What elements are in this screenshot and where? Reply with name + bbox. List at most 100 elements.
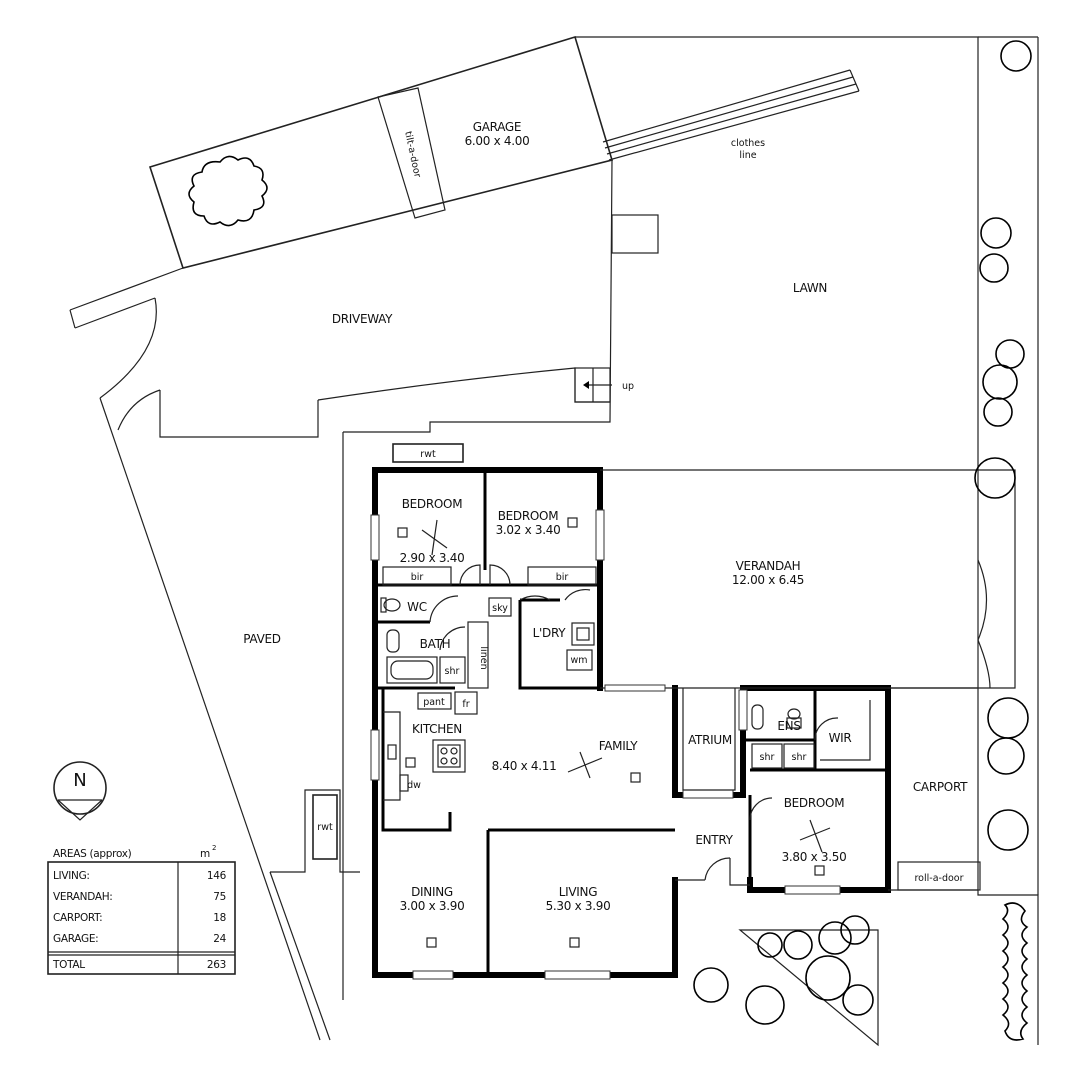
wm-label: wm	[570, 655, 587, 666]
driveway-label: DRIVEWAY	[332, 312, 393, 326]
bir-2-label: bir	[556, 572, 569, 583]
shr-bath-label: shr	[445, 666, 460, 677]
bath-label: BATH	[420, 637, 451, 651]
site-boundary	[99, 36, 1039, 1045]
tree-17	[805, 955, 851, 1001]
verandah-label: VERANDAH	[736, 559, 801, 573]
shr-ens-1: shr	[760, 752, 775, 763]
garage-label: GARAGE	[473, 120, 521, 134]
carport-label: CARPORT	[913, 780, 968, 794]
tree-10	[987, 809, 1029, 851]
shr-ens-2: shr	[792, 752, 807, 763]
areas-table: AREAS (approx) m 2 LIVING: 146 VERANDAH:…	[47, 844, 236, 975]
shed	[611, 214, 659, 254]
bedroom-1-label: BEDROOM	[402, 497, 463, 511]
dining-living: DINING 3.00 x 3.90 LIVING 5.30 x 3.90	[400, 885, 611, 948]
verandah-size: 12.00 x 6.45	[732, 573, 804, 587]
tree-13	[783, 930, 813, 960]
bedroom-2-size: 3.02 x 3.40	[496, 523, 561, 537]
clothes-line-label-2: line	[739, 150, 756, 161]
living-label: LIVING	[559, 885, 597, 899]
areas-header: AREAS (approx)	[53, 848, 132, 860]
steps-up: up	[574, 367, 634, 403]
area-row-0-label: LIVING:	[53, 870, 90, 882]
family-label: FAMILY	[599, 739, 638, 753]
bedroom-2: BEDROOM 3.02 x 3.40 bir	[489, 509, 597, 586]
garden-bed	[738, 929, 879, 1047]
up-label: up	[622, 381, 634, 392]
lawn-label: LAWN	[793, 281, 827, 295]
dining-label: DINING	[411, 885, 453, 899]
fridge-label: fr	[462, 699, 469, 710]
tree-9	[987, 737, 1025, 775]
tree-14	[757, 932, 783, 958]
clothes-line-label-1: clothes	[731, 138, 765, 149]
area-row-1-value: 75	[213, 891, 226, 903]
atrium: ATRIUM	[682, 688, 736, 791]
trees	[188, 40, 1032, 1041]
tree-7	[974, 457, 1016, 499]
tree-8	[987, 697, 1029, 739]
driveway: DRIVEWAY	[69, 267, 610, 438]
ens-label: ENS	[777, 719, 800, 733]
bedroom-2-label: BEDROOM	[498, 509, 559, 523]
garage-size: 6.00 x 4.00	[465, 134, 530, 148]
tree-15	[818, 921, 852, 955]
area-row-1-label: VERANDAH:	[53, 891, 113, 903]
entry: ENTRY	[675, 797, 773, 886]
area-row-2-label: CARPORT:	[53, 912, 102, 924]
tree-1	[1000, 40, 1032, 72]
area-row-3-label: GARAGE:	[53, 933, 98, 945]
bedroom-3-size: 3.80 x 3.50	[782, 850, 847, 864]
carport: CARPORT roll-a-door	[888, 687, 981, 891]
atrium-label: ATRIUM	[688, 733, 732, 747]
dishwasher-label: dw	[407, 780, 421, 791]
garage: GARAGE 6.00 x 4.00 tilt-a-door	[148, 35, 614, 269]
sky-label: sky	[492, 603, 508, 614]
areas-unit: m	[200, 848, 210, 860]
area-total-label: TOTAL	[52, 959, 85, 971]
tree-3	[979, 253, 1009, 283]
bedroom-3-label: BEDROOM	[784, 796, 845, 810]
tree-11	[693, 967, 729, 1003]
tree-5	[982, 364, 1018, 400]
area-row-0-value: 146	[207, 870, 227, 882]
wet-areas: WC BATH shr linen sky	[375, 595, 512, 689]
tree-12	[745, 985, 785, 1025]
laundry-label: L'DRY	[533, 626, 567, 640]
bedroom-1-size: 2.90 x 3.40	[400, 551, 465, 565]
hedge	[1001, 902, 1029, 1041]
tree-18	[842, 984, 874, 1016]
tree-4	[995, 339, 1025, 369]
rwt-side-label: rwt	[317, 822, 333, 833]
wir-label: WIR	[829, 731, 852, 745]
family: FAMILY 8.40 x 4.11	[492, 684, 666, 783]
laundry: L'DRY wm	[519, 588, 595, 671]
wc-label: WC	[407, 600, 427, 614]
verandah: VERANDAH 12.00 x 6.45	[600, 469, 1016, 689]
pantry-label: pant	[423, 697, 445, 708]
bedroom-3: BEDROOM 3.80 x 3.50	[782, 796, 847, 876]
north-label: N	[73, 770, 86, 791]
areas-unit-sup: 2	[212, 844, 216, 852]
linen-label: linen	[478, 646, 489, 669]
tree-16	[840, 915, 870, 945]
tilt-door-label: tilt-a-door	[402, 130, 423, 178]
rwt-side	[312, 794, 338, 860]
clothes-line: clothes line	[602, 69, 860, 161]
roll-door-label: roll-a-door	[914, 873, 963, 884]
tree-garage	[188, 155, 268, 227]
area-row-3-value: 24	[213, 933, 226, 945]
bir-1-label: bir	[411, 572, 424, 583]
dining-size: 3.00 x 3.90	[400, 899, 465, 913]
entry-label: ENTRY	[695, 833, 733, 847]
rwt-top	[392, 443, 464, 463]
area-row-2-value: 18	[213, 912, 226, 924]
bedroom-1: BEDROOM 2.90 x 3.40 bir	[382, 497, 481, 586]
kitchen-label: KITCHEN	[412, 722, 462, 736]
family-size: 8.40 x 4.11	[492, 759, 557, 773]
rwt-top-label: rwt	[420, 449, 436, 460]
kitchen: pant fr KITCHEN dw	[383, 691, 478, 801]
area-total-value: 263	[207, 959, 226, 971]
